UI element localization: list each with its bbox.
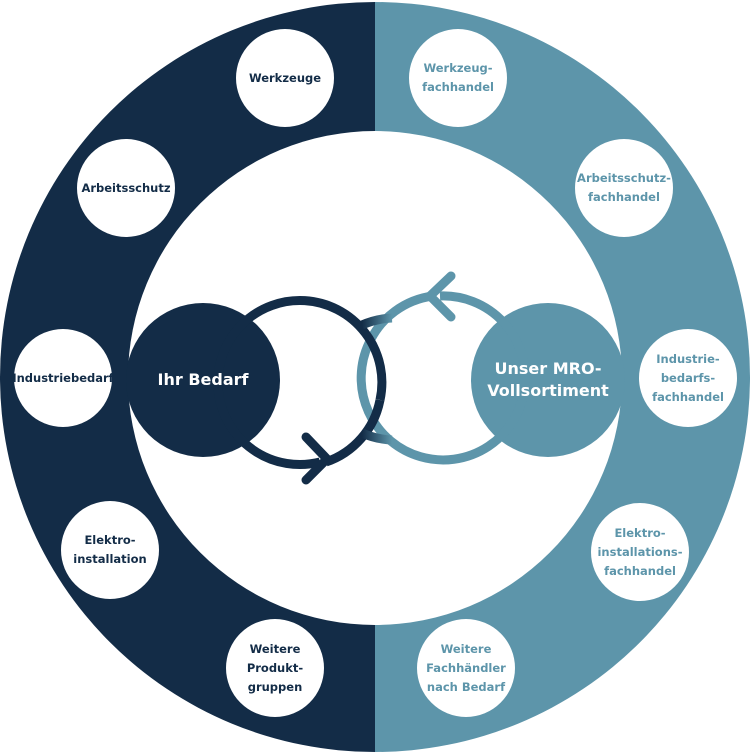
product-group-elektroinstallation: Elektro- installation [61,501,159,599]
product-group-industriebedarf: Industriebedarf [12,329,114,427]
clockwise-arrow-icon [213,296,387,485]
dealer-industriebedarfsfachhandel: Industrie- bedarfs- fachhandel [639,329,737,427]
inner-white-area [128,131,622,625]
product-group-label: Weitere Produkt- gruppen [246,641,304,694]
hub-mro-vollsortiment: Unser MRO- Vollsortiment [471,303,625,457]
dealer-label: Arbeitsschutz- fachhandel [577,171,671,204]
dealer-label: Industrie- bedarfs- fachhandel [652,351,724,404]
hub-mro-vollsortiment-label: Unser MRO- Vollsortiment [487,359,609,400]
ring-crossing-bottom [360,428,393,445]
dealer-label: Elektro- installations- fachhandel [597,525,683,578]
dealer-werkzeugfachhandel: Werkzeug- fachhandel [409,29,507,127]
dealer-weitere-fachhaendler: Weitere Fachhändler nach Bedarf [417,619,515,717]
hub-ihr-bedarf-label: Ihr Bedarf [157,370,249,389]
product-group-arbeitsschutz: Arbeitsschutz [77,139,175,237]
dealer-elektroinstallationsfachhandel: Elektro- installations- fachhandel [591,503,689,601]
product-group-label: Elektro- installation [73,533,147,566]
dealer-label: Weitere Fachhändler nach Bedarf [426,641,506,694]
product-group-weitere: Weitere Produkt- gruppen [226,619,324,717]
product-group-label: Industriebedarf [12,370,114,385]
ring-crossing-top [360,313,393,330]
counterclockwise-arrow-icon [356,271,530,465]
product-group-label: Arbeitsschutz [81,180,171,195]
product-group-werkzeuge: Werkzeuge [236,29,334,127]
dealer-arbeitsschutzfachhandel: Arbeitsschutz- fachhandel [575,139,673,237]
product-group-label: Werkzeuge [248,70,322,85]
hub-ihr-bedarf: Ihr Bedarf [126,303,280,457]
hub-left-shape [126,303,280,457]
dealer-label: Werkzeug- fachhandel [422,61,494,94]
